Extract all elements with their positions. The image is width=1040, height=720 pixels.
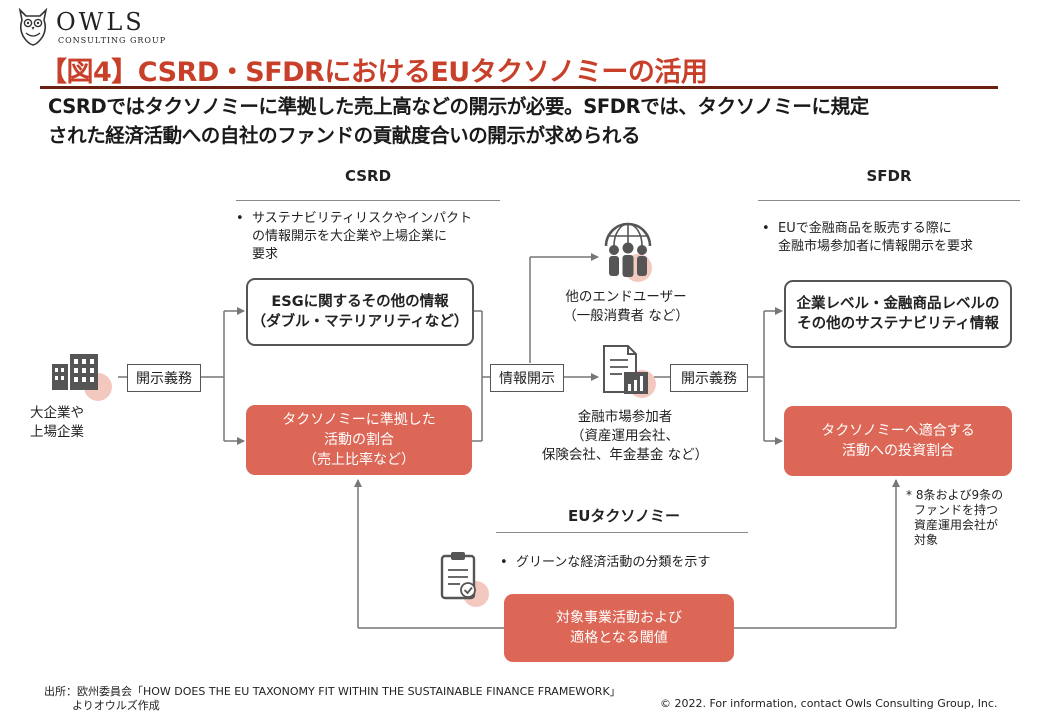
sfdr-other-info-box: 企業レベル・金融商品レベルの その他のサステナビリティ情報: [784, 280, 1012, 348]
sfdr-other-line-1: 企業レベル・金融商品レベルの: [796, 296, 1000, 312]
info-disclosure-label: 情報開示: [490, 364, 564, 392]
eu-box-line-1: 対象事業活動および: [556, 610, 682, 626]
title-divider: [40, 86, 998, 89]
financial-line-1: 金融市場参加者: [577, 409, 673, 425]
page-title: 【図4】CSRD・SFDRにおけるEUタクソノミーの活用: [40, 57, 708, 88]
subtitle-line-2: された経済活動への自社のファンドの貢献度合いの開示が求められる: [48, 124, 641, 147]
eu-box-line-2: 適格となる閾値: [570, 630, 668, 646]
sfdr-bullet-line-2: 金融市場参加者に情報開示を要求: [778, 239, 974, 254]
source-line-1: 出所：欧州委員会「HOW DOES THE EU TAXONOMY FIT WI…: [44, 685, 621, 698]
csrd-tax-line-2: 活動の割合: [324, 432, 394, 448]
eu-taxonomy-bullet: •グリーンな経済活動の分類を示す: [500, 555, 711, 570]
csrd-bullet-line-1: サステナビリティリスクやインパクト: [252, 211, 472, 226]
sfdr-footnote-line-1: * 8条および9条の: [906, 488, 1004, 502]
end-users-line-2: （一般消費者 など）: [563, 308, 689, 324]
csrd-tax-line-1: タクソノミーに準拠した: [282, 412, 436, 428]
sfdr-footnote-line-2: ファンドを持つ: [914, 503, 999, 517]
page-subtitle: CSRDではタクソノミーに準拠した売上高などの開示が必要。SFDRでは、タクソノ…: [48, 92, 869, 150]
sfdr-bullet: •EUで金融商品を販売する際に 金融市場参加者に情報開示を要求: [762, 220, 1024, 256]
clipboard-check-icon: [440, 552, 489, 607]
csrd-other-line-2: （ダブル・マテリアリティなど）: [251, 314, 469, 330]
subtitle-line-1: CSRDではタクソノミーに準拠した売上高などの開示が必要。SFDRでは、タクソノ…: [48, 95, 869, 118]
eu-taxonomy-heading: EUタクソノミー: [568, 507, 680, 525]
financial-participants-label: 金融市場参加者 （資産運用会社、 保険会社、年金基金 など）: [530, 408, 720, 465]
csrd-other-info-box: ESGに関するその他の情報 （ダブル・マテリアリティなど）: [246, 278, 474, 346]
end-users-label: 他のエンドユーザー （一般消費者 など）: [546, 288, 706, 326]
copyright: © 2022. For information, contact Owls Co…: [660, 697, 998, 710]
csrd-heading: CSRD: [344, 167, 392, 185]
eu-taxonomy-threshold-box: 対象事業活動および 適格となる閾値: [504, 594, 734, 662]
people-globe-icon: [604, 222, 652, 282]
brand-name: OWLS: [56, 8, 145, 36]
csrd-bullet: •サステナビリティリスクやインパクト の情報開示を大企業や上場企業に 要求: [236, 210, 506, 264]
financial-line-3: 保険会社、年金基金 など）: [541, 447, 709, 463]
financial-obligation-label: 開示義務: [670, 364, 748, 392]
csrd-taxonomy-box: タクソノミーに準拠した 活動の割合 （売上比率など）: [246, 405, 472, 475]
csrd-other-line-1: ESGに関するその他の情報: [271, 294, 449, 310]
csrd-tax-line-3: （売上比率など）: [303, 452, 415, 468]
sfdr-taxonomy-box: タクソノミーへ適合する 活動への投資割合: [784, 406, 1012, 476]
source-note: 出所：欧州委員会「HOW DOES THE EU TAXONOMY FIT WI…: [44, 685, 664, 713]
sfdr-tax-line-1: タクソノミーへ適合する: [821, 423, 975, 439]
eu-taxonomy-bullet-text: グリーンな経済活動の分類を示す: [516, 555, 711, 570]
csrd-bullet-line-2: の情報開示を大企業や上場企業に: [252, 229, 448, 244]
source-line-2: よりオウルズ作成: [72, 699, 160, 712]
eu-taxonomy-rule: [496, 532, 748, 533]
owl-logo-icon: [18, 7, 48, 46]
csrd-rule: [236, 200, 500, 201]
sfdr-footnote: * 8条および9条の ファンドを持つ 資産運用会社が 対象: [906, 488, 1030, 548]
csrd-bullet-line-3: 要求: [252, 247, 279, 262]
sfdr-rule: [758, 200, 1020, 201]
company-label-line-1: 大企業や: [30, 405, 84, 421]
sfdr-bullet-line-1: EUで金融商品を販売する際に: [778, 221, 952, 236]
sfdr-footnote-line-4: 対象: [914, 533, 939, 547]
company-label-line-2: 上場企業: [30, 424, 84, 440]
sfdr-heading: SFDR: [866, 167, 912, 185]
document-chart-icon: [603, 345, 656, 398]
end-users-line-1: 他のエンドユーザー: [565, 289, 687, 305]
company-obligation-label: 開示義務: [127, 364, 201, 392]
brand-tagline: CONSULTING GROUP: [58, 36, 167, 45]
sfdr-footnote-line-3: 資産運用会社が: [914, 518, 999, 532]
sfdr-other-line-2: その他のサステナビリティ情報: [797, 316, 999, 332]
sfdr-tax-line-2: 活動への投資割合: [842, 443, 954, 459]
building-icon: [52, 354, 112, 401]
financial-line-2: （資産運用会社、: [571, 428, 679, 444]
company-label: 大企業や 上場企業: [30, 404, 118, 442]
